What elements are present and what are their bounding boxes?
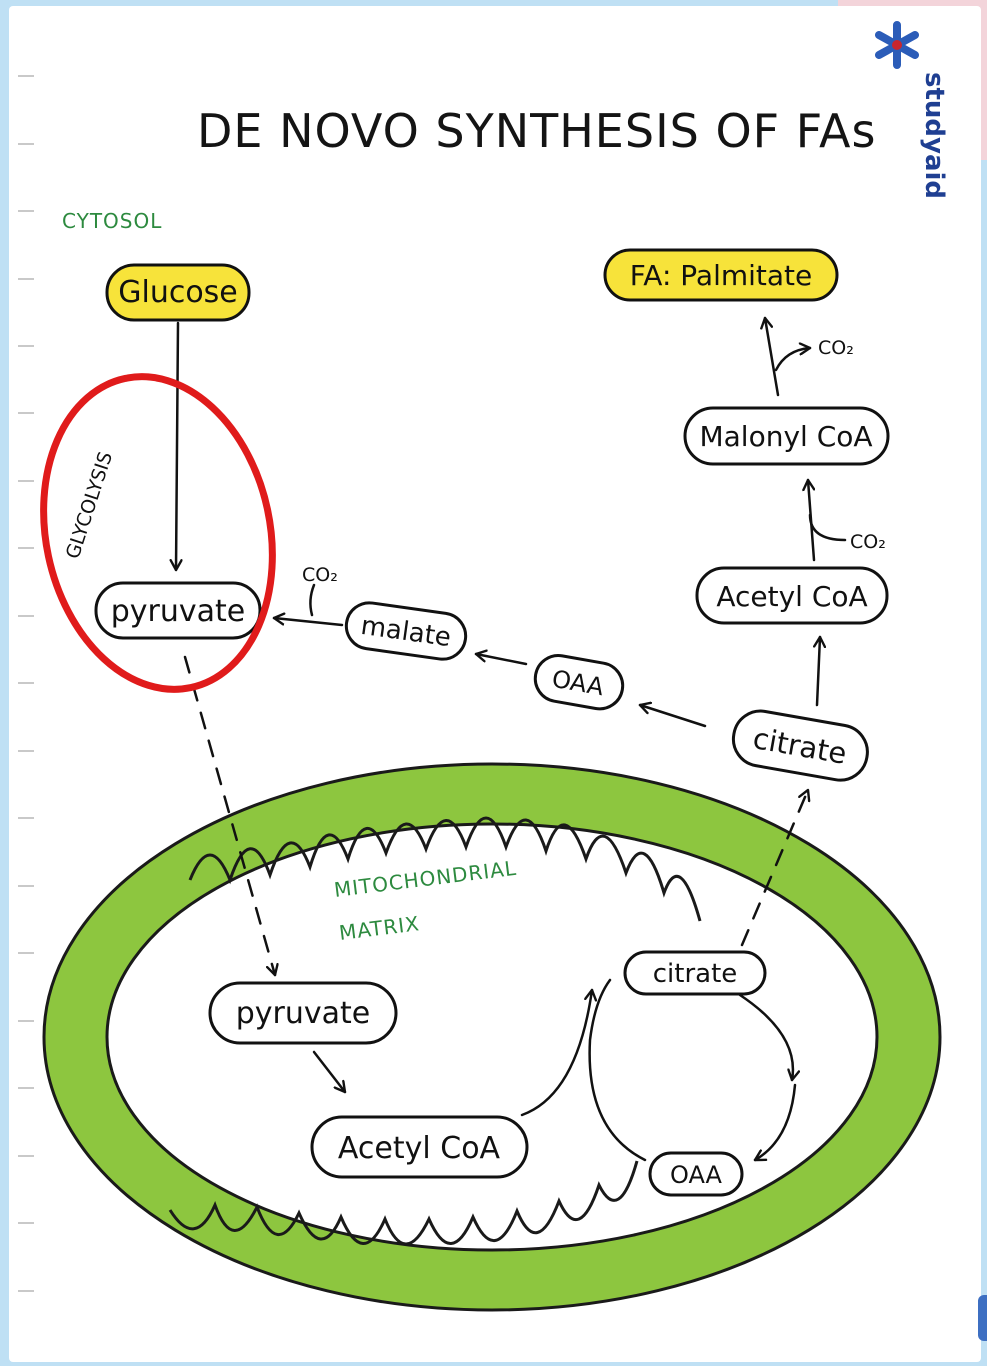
node-acetyl-mito-label: Acetyl CoA xyxy=(338,1131,501,1166)
node-glucose-label: Glucose xyxy=(118,275,238,310)
studyaid-logo: studyaid xyxy=(879,25,949,199)
co2-release-stroke xyxy=(310,585,314,615)
co2-label-acetyl: CO₂ xyxy=(850,531,886,553)
node-citrate-mito: citrate xyxy=(625,952,765,994)
cytosol-label: CYTOSOL xyxy=(62,209,162,233)
co2-label-palmitate: CO₂ xyxy=(818,337,854,359)
co2-out-arrow xyxy=(776,348,810,370)
mitochondrion xyxy=(44,764,940,1310)
glycolysis-highlight-circle xyxy=(16,355,301,711)
node-acetyl-coa-mito: Acetyl CoA xyxy=(312,1117,527,1177)
co2-input-stroke xyxy=(810,515,845,540)
glycolysis-label: GLYCOLYSIS xyxy=(62,449,117,561)
node-malonyl-coa: Malonyl CoA xyxy=(685,408,888,464)
glycolysis-arrow xyxy=(176,323,178,570)
citrate-to-acetyl-arrow xyxy=(817,637,820,705)
node-citrate-cytosol: citrate xyxy=(729,707,871,785)
node-glucose: Glucose xyxy=(107,265,249,320)
node-oaa-cytosol: OAA xyxy=(532,652,627,713)
node-palmitate: FA: Palmitate xyxy=(605,250,837,300)
citrate-to-oaa-arrow xyxy=(640,705,705,726)
co2-label-malate: CO₂ xyxy=(302,564,338,586)
malate-to-pyruvate-arrow xyxy=(274,618,342,625)
oaa-to-malate-arrow xyxy=(476,654,526,664)
node-acetyl-cyt-label: Acetyl CoA xyxy=(716,580,867,613)
node-malonyl-label: Malonyl CoA xyxy=(699,420,872,453)
node-pyruvate-mito: pyruvate xyxy=(210,983,396,1043)
node-pyruvate-cyt-label: pyruvate xyxy=(111,594,246,629)
node-pyruvate-cytosol: pyruvate xyxy=(96,583,260,638)
node-pyruvate-mito-label: pyruvate xyxy=(236,996,371,1031)
asterisk-icon xyxy=(879,25,915,65)
malonyl-to-palmitate-arrow xyxy=(765,318,778,395)
node-acetyl-coa-cytosol: Acetyl CoA xyxy=(697,568,887,623)
node-oaa-mito: OAA xyxy=(650,1153,742,1195)
page-title: DE NOVO SYNTHESIS OF FAs xyxy=(197,104,876,158)
node-citrate-mito-label: citrate xyxy=(653,959,738,989)
node-oaa-mito-label: OAA xyxy=(670,1161,723,1189)
logo-text: studyaid xyxy=(919,72,949,199)
node-palmitate-label: FA: Palmitate xyxy=(630,259,813,292)
node-malate: malate xyxy=(343,600,468,662)
